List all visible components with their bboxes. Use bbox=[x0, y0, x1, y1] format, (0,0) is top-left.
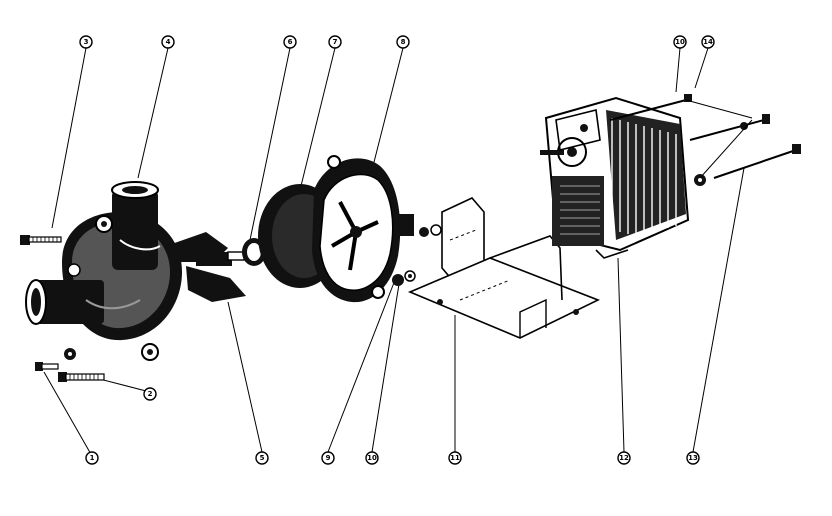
callout-10-label: 10 bbox=[367, 454, 377, 462]
callout-12-label: 12 bbox=[619, 454, 629, 462]
callout-1: 1 bbox=[85, 451, 99, 465]
callout-6: 6 bbox=[283, 35, 297, 49]
cover-plate-part-8 bbox=[312, 155, 414, 303]
callout-10-top: 10 bbox=[673, 35, 687, 49]
callout-5: 5 bbox=[255, 451, 269, 465]
callout-3-label: 3 bbox=[84, 38, 89, 46]
callout-11: 11 bbox=[448, 451, 462, 465]
callout-7: 7 bbox=[328, 35, 342, 49]
callout-1-label: 1 bbox=[90, 454, 95, 462]
impeller-part-5 bbox=[166, 232, 246, 302]
callout-2: 2 bbox=[143, 387, 157, 401]
callout-13-label: 13 bbox=[688, 454, 698, 462]
callout-11-label: 11 bbox=[450, 454, 460, 462]
callout-8: 8 bbox=[396, 35, 410, 49]
callout-10: 10 bbox=[365, 451, 379, 465]
callout-10-top-label: 10 bbox=[675, 38, 685, 46]
callout-6-label: 6 bbox=[288, 38, 293, 46]
callout-9: 9 bbox=[321, 451, 335, 465]
callout-5-label: 5 bbox=[260, 454, 265, 462]
screw-part-3 bbox=[20, 235, 62, 245]
callout-2-label: 2 bbox=[148, 390, 153, 398]
callout-9-label: 9 bbox=[326, 454, 331, 462]
callout-labels: 3 4 6 7 8 10 14 2 1 5 9 10 11 12 13 bbox=[79, 35, 715, 465]
callout-7-label: 7 bbox=[333, 38, 338, 46]
long-bolts-part-13 bbox=[609, 94, 801, 186]
callout-12: 12 bbox=[617, 451, 631, 465]
callout-4-label: 4 bbox=[166, 38, 171, 46]
nuts-part-9-10 bbox=[392, 224, 442, 286]
pump-housing-part-4 bbox=[25, 181, 182, 361]
leader-lines bbox=[43, 47, 745, 457]
callout-4: 4 bbox=[161, 35, 175, 49]
callout-14: 14 bbox=[701, 35, 715, 49]
motor-part-12 bbox=[540, 96, 690, 259]
callout-3: 3 bbox=[79, 35, 93, 49]
callout-14-label: 14 bbox=[703, 38, 713, 46]
mounting-bracket-part-11 bbox=[407, 197, 600, 339]
callout-13: 13 bbox=[686, 451, 700, 465]
callout-8-label: 8 bbox=[401, 38, 406, 46]
screws-part-1-2 bbox=[35, 348, 105, 382]
